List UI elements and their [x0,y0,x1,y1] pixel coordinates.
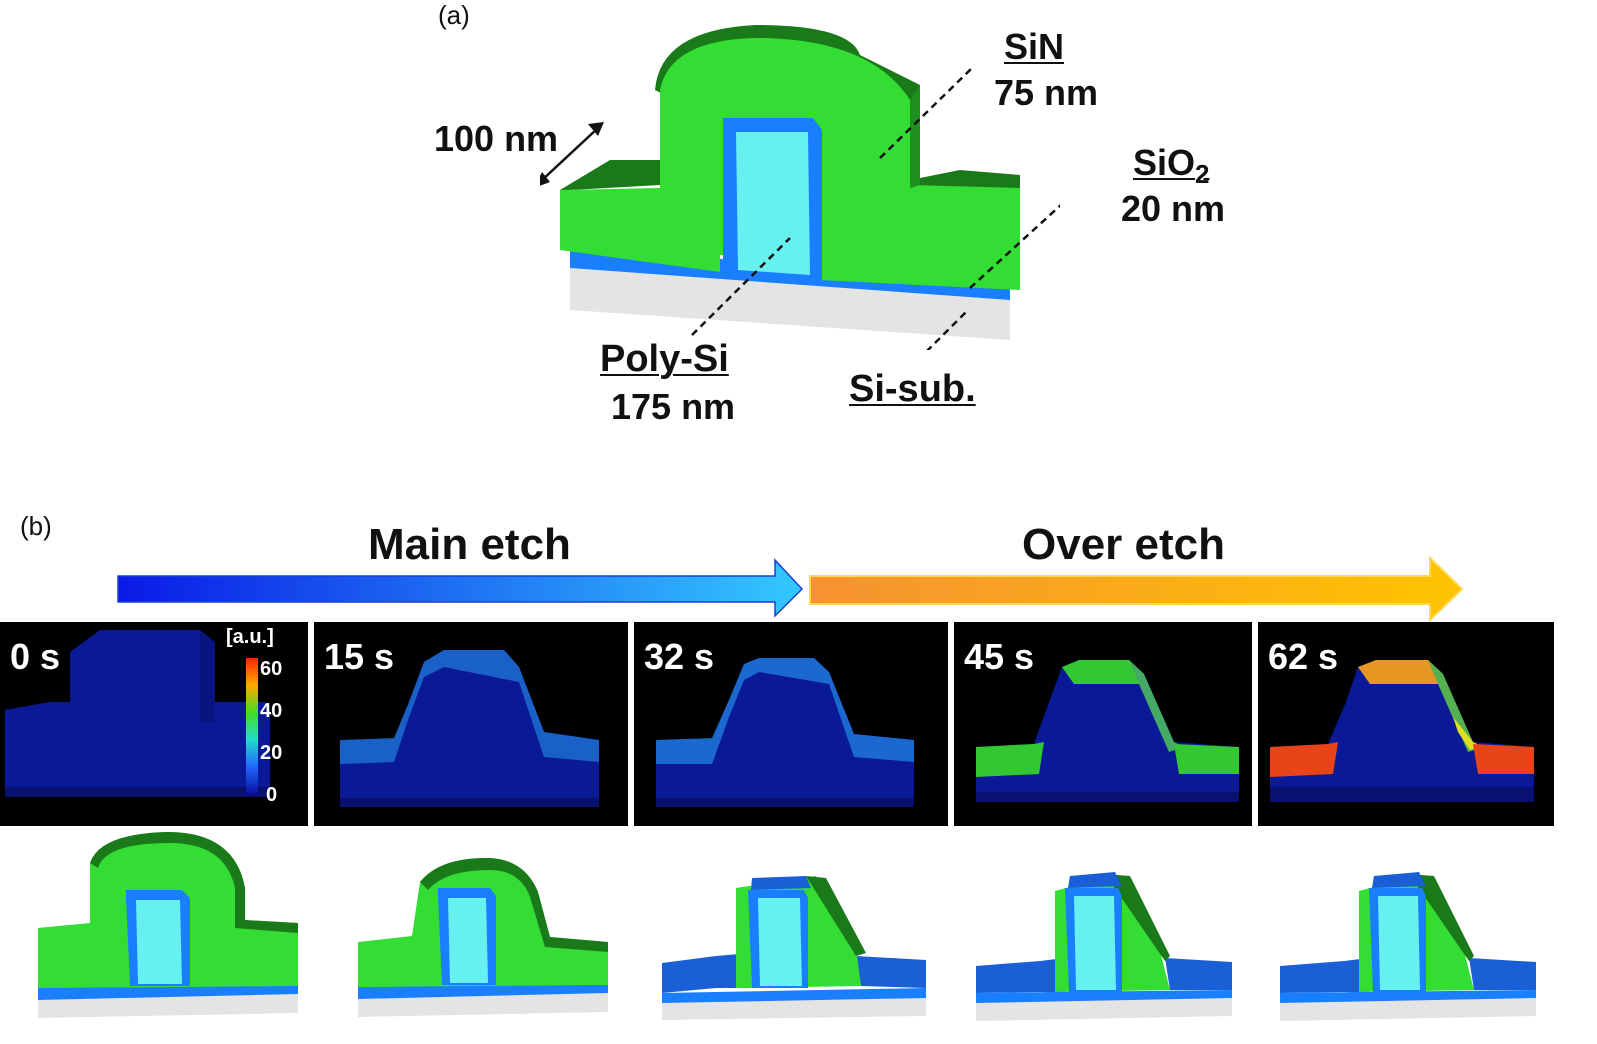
sio2-label: SiO2 [1133,142,1209,190]
colorbar-tick-60: 60 [260,658,283,680]
sim-structure [656,658,914,807]
sim-frame-32: 32 s [634,622,948,826]
gate-structure-diagram [540,25,1060,350]
colorbar [246,658,258,794]
frame-time: 15 s [324,636,395,677]
panel-b-letter: (b) [20,511,52,541]
profile-32s [662,876,926,1020]
leader-poly [691,237,791,336]
sin-top-right [910,170,1020,190]
sin-top-left [560,160,660,190]
sim-structure [340,650,599,807]
sim-frame-0: 0 s [a.u.] 60 40 20 0 [0,622,308,826]
main-etch-arrow [117,558,804,618]
sim-structure [1270,660,1534,802]
over-etch-arrow [809,556,1464,623]
panel-a-letter: (a) [438,0,470,30]
sio2-thickness: 20 nm [1121,188,1226,229]
main-etch-label: Main etch [368,520,571,569]
dimension-label: 100 nm [434,118,559,159]
etch-arrows [117,556,1464,623]
sio2-label-main: SiO [1133,142,1196,183]
sin-right-side [910,85,920,188]
sim-structure [5,630,270,797]
profile-15s [358,857,608,1017]
poly-thickness: 175 nm [611,386,736,427]
sin-thickness: 75 nm [994,72,1099,113]
sio2-label-sub: 2 [1195,159,1210,190]
sim-frame-15: 15 s [314,622,628,826]
frame-time: 45 s [964,636,1035,677]
over-etch-label: Over etch [1022,520,1225,569]
poly-label: Poly-Si [600,338,729,380]
depth-arrow [540,127,599,183]
sim-frame-62: 62 s [1258,622,1554,826]
colorbar-tick-20: 20 [260,742,283,764]
sub-label: Si-sub. [849,368,976,410]
depth-arrowhead-b [588,122,604,136]
colorbar-tick-40: 40 [260,700,283,722]
colorbar-unit: [a.u.] [226,626,274,648]
leader-sin [879,67,973,159]
depth-arrowhead-a [540,172,550,186]
frame-time: 62 s [1268,636,1339,677]
frame-time: 32 s [644,636,715,677]
sin-label: SiN [1004,26,1065,67]
profile-45s [976,872,1232,1021]
colorbar-tick-0: 0 [266,784,278,806]
sim-frame-45: 45 s [954,622,1252,826]
si-substrate [570,258,1010,340]
sim-structure [976,660,1239,802]
frame-time: 0 s [10,636,61,677]
profile-0s [38,832,298,1018]
poly-si [736,132,810,275]
profile-62s [1280,872,1536,1021]
